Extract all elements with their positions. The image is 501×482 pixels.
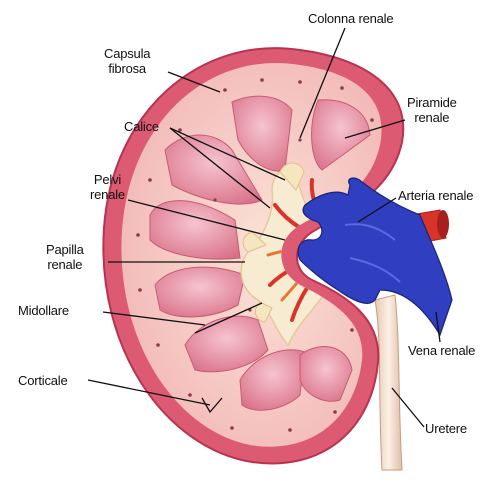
label-uretere: Uretere: [425, 421, 467, 436]
label-arteria-renale: Arteria renale: [398, 188, 473, 203]
label-pelvi-line1: Pelvi: [90, 172, 125, 187]
ureter: [375, 295, 402, 470]
label-papilla-line1: Papilla: [46, 242, 84, 257]
label-papilla-line2: renale: [46, 257, 84, 272]
label-piramide-line1: Piramide: [407, 95, 457, 110]
label-capsula-line2: fibrosa: [104, 61, 150, 76]
label-colonna-renale: Colonna renale: [308, 11, 393, 26]
label-piramide-renale: Piramide renale: [407, 95, 457, 125]
label-capsula-line1: Capsula: [104, 46, 150, 61]
label-midollare: Midollare: [18, 303, 69, 318]
label-corticale: Corticale: [18, 373, 68, 388]
label-piramide-line2: renale: [407, 110, 457, 125]
label-pelvi-line2: renale: [90, 187, 125, 202]
label-capsula-fibrosa: Capsula fibrosa: [104, 46, 150, 76]
label-pelvi-renale: Pelvi renale: [90, 172, 125, 202]
label-calice: Calice: [124, 119, 159, 134]
label-papilla-renale: Papilla renale: [46, 242, 84, 272]
label-vena-renale: Vena renale: [408, 343, 475, 358]
